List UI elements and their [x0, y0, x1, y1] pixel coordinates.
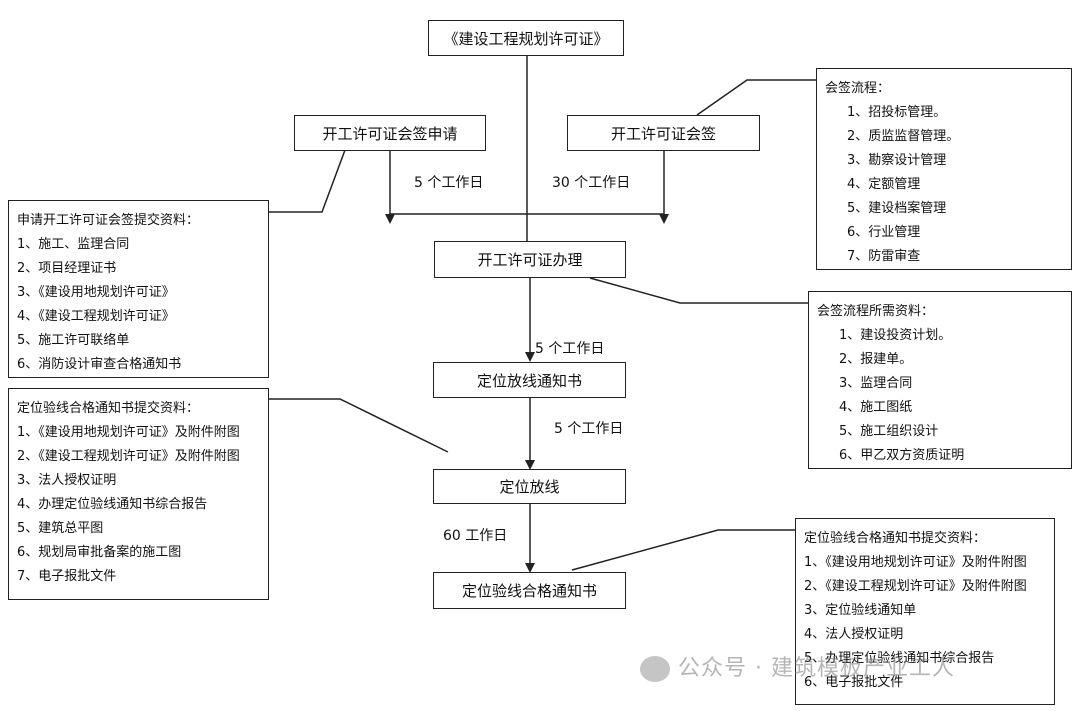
list-item: 1、建设投资计划。 [839, 328, 952, 343]
list-item: 1、《建设用地规划许可证》及附件附图 [804, 555, 1027, 570]
duration-label-3: 5 个工作日 [535, 341, 605, 357]
list-item: 4、施工图纸 [839, 400, 913, 415]
list-item: 2、报建单。 [839, 352, 913, 367]
watermark-text: 公众号 · 建筑模板产业工人 [678, 656, 955, 681]
note-sign-flow: 会签流程： 1、招投标管理。 2、质监监督管理。 3、勘察设计管理 4、定额管理… [816, 68, 1072, 270]
list-item: 5、办理定位验线通知书综合报告 [804, 651, 995, 666]
duration-label-4: 5 个工作日 [554, 421, 624, 437]
box-layout-pass: 定位验线合格通知书 [433, 572, 626, 609]
list-item: 2、《建设工程规划许可证》及附件附图 [17, 449, 240, 464]
list-item: 3、勘察设计管理 [847, 153, 947, 168]
list-item: 4、《建设工程规划许可证》 [17, 309, 175, 324]
duration-label-5: 60 工作日 [443, 528, 508, 544]
note-title: 会签流程： [825, 81, 891, 96]
note-title: 申请开工许可证会签提交资料： [17, 213, 200, 228]
callout-apply [268, 149, 346, 213]
list-item: 4、法人授权证明 [804, 627, 904, 642]
list-item: 5、建筑总平图 [17, 521, 104, 536]
note-pass-materials: 定位验线合格通知书提交资料： 1、《建设用地规划许可证》及附件附图 2、《建设工… [795, 518, 1055, 705]
list-item: 3、法人授权证明 [17, 473, 117, 488]
box-layout: 定位放线 [433, 469, 626, 504]
wechat-icon [640, 656, 670, 682]
watermark: 公众号 · 建筑模板产业工人 [640, 650, 955, 682]
box-planning-permit: 《建设工程规划许可证》 [428, 20, 624, 56]
note-title: 会签流程所需资料： [817, 304, 935, 319]
list-item: 3、定位验线通知单 [804, 603, 917, 618]
list-item: 6、行业管理 [847, 225, 921, 240]
duration-label-2: 30 个工作日 [552, 175, 631, 191]
callout-pass [571, 529, 795, 571]
list-item: 5、建设档案管理 [847, 201, 947, 216]
box-start-permit-process: 开工许可证办理 [434, 241, 626, 278]
list-item: 1、招投标管理。 [847, 105, 947, 120]
note-apply-materials: 申请开工许可证会签提交资料： 1、施工、监理合同 2、项目经理证书 3、《建设用… [8, 200, 269, 378]
list-item: 3、监理合同 [839, 376, 913, 391]
note-sign-materials: 会签流程所需资料： 1、建设投资计划。 2、报建单。 3、监理合同 4、施工图纸… [808, 291, 1072, 469]
callout-sign [696, 79, 816, 116]
list-item: 6、电子报批文件 [804, 675, 904, 690]
list-item: 4、办理定位验线通知书综合报告 [17, 497, 208, 512]
callout-layout [268, 398, 449, 453]
callout-process [589, 277, 816, 304]
list-item: 6、消防设计审查合格通知书 [17, 357, 182, 372]
list-item: 5、施工许可联络单 [17, 333, 130, 348]
note-title: 定位验线合格通知书提交资料： [17, 401, 200, 416]
box-start-permit-sign: 开工许可证会签 [567, 115, 760, 151]
list-item: 5、施工组织设计 [839, 424, 939, 439]
list-item: 6、规划局审批备案的施工图 [17, 545, 182, 560]
list-item: 1、施工、监理合同 [17, 237, 130, 252]
list-item: 2、《建设工程规划许可证》及附件附图 [804, 579, 1027, 594]
duration-label-1: 5 个工作日 [414, 175, 484, 191]
box-start-permit-apply: 开工许可证会签申请 [294, 115, 486, 151]
note-layout-materials: 定位验线合格通知书提交资料： 1、《建设用地规划许可证》及附件附图 2、《建设工… [8, 388, 269, 600]
list-item: 2、质监监督管理。 [847, 129, 960, 144]
list-item: 1、《建设用地规划许可证》及附件附图 [17, 425, 240, 440]
box-layout-notice: 定位放线通知书 [433, 362, 626, 398]
list-item: 7、电子报批文件 [17, 569, 117, 584]
list-item: 4、定额管理 [847, 177, 921, 192]
list-item: 3、《建设用地规划许可证》 [17, 285, 175, 300]
list-item: 6、甲乙双方资质证明 [839, 448, 965, 463]
list-item: 7、防雷审查 [847, 249, 921, 264]
note-title: 定位验线合格通知书提交资料： [804, 531, 987, 546]
list-item: 2、项目经理证书 [17, 261, 117, 276]
